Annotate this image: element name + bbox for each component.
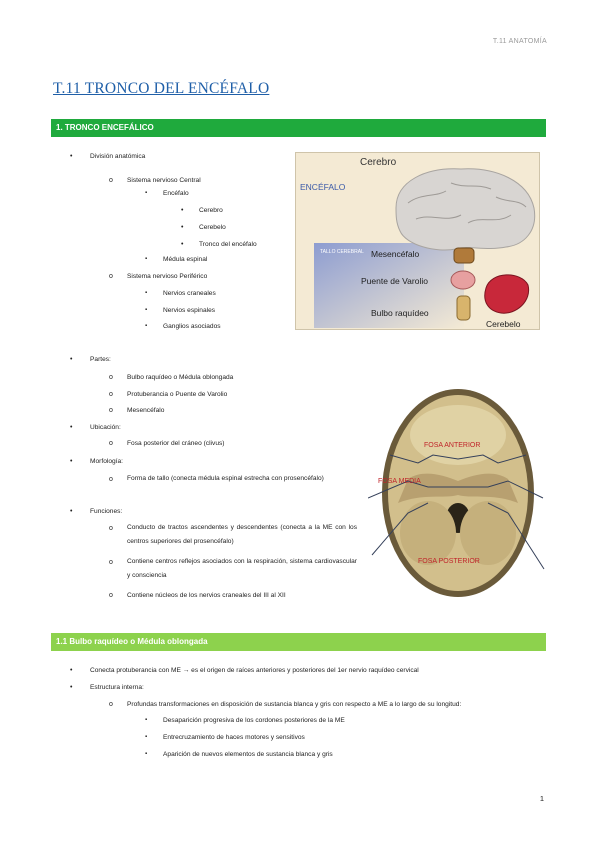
division-cerebelo: Cerebelo (199, 224, 226, 231)
bullet-circle: o (109, 440, 113, 447)
bullet-circle: o (109, 476, 113, 483)
division-encefalo: Encéfalo (163, 190, 189, 197)
fig1-label-tallo: TALLO CEREBRAL (320, 249, 364, 255)
funciones-item: Contiene núcleos de los nervios craneale… (127, 592, 286, 599)
section11-item-1: Conecta protuberancia con ME → es el ori… (90, 667, 419, 674)
division-tronco: Tronco del encéfalo (199, 241, 257, 248)
bullet-circle: o (109, 407, 113, 414)
section11-profundas: Profundas transformaciones en disposició… (127, 701, 462, 708)
division-cerebro: Cerebro (199, 207, 223, 214)
fig1-label-puente: Puente de Varolio (361, 276, 428, 286)
partes-item: Protuberancia o Puente de Varolio (127, 391, 228, 398)
funciones-item: Contiene centros reflejos asociados con … (127, 558, 357, 579)
fig2-label-posterior: FOSA POSTERIOR (418, 558, 480, 565)
bullet-dot: • (70, 153, 73, 160)
bullet-circle: o (109, 525, 113, 532)
bullet-square: ▪ (145, 256, 148, 262)
bullet-square: ▪ (145, 290, 148, 296)
division-craneales: Nervios craneales (163, 290, 216, 297)
morfologia-label: Morfología: (90, 458, 123, 465)
section11-subitem: Desaparición progresiva de los cordones … (163, 717, 345, 724)
encephalon-illustration: Cerebro ENCÉFALO TALLO CEREBRAL Mesencéf… (300, 157, 536, 329)
bullet-dot: • (70, 356, 73, 363)
bullet-circle: o (109, 273, 113, 280)
division-ganglios: Ganglios asociados (163, 323, 221, 330)
division-medula: Médula espinal (163, 256, 208, 263)
division-espinales: Nervios espinales (163, 307, 216, 314)
fig2-label-media: FOSA MEDIA (378, 478, 421, 485)
bullet-square: ▪ (145, 307, 148, 313)
encephalon-figure: Cerebro ENCÉFALO TALLO CEREBRAL Mesencéf… (295, 152, 540, 330)
bullet-circle: o (109, 559, 113, 566)
bullet-circle: o (109, 701, 113, 708)
fig1-label-cerebro: Cerebro (360, 157, 397, 168)
fig1-label-bulbo: Bulbo raquídeo (371, 308, 429, 318)
bullet-circle: o (109, 592, 113, 599)
bullet-circle: o (109, 391, 113, 398)
fig1-label-encefalo: ENCÉFALO (300, 182, 346, 192)
bullet-dot: • (70, 424, 73, 431)
page-number: 1 (539, 794, 544, 803)
bullet-square: ▪ (145, 717, 148, 723)
running-header: T.11 ANATOMÍA (492, 38, 547, 45)
division-periferico: Sistema nervioso Periférico (127, 273, 208, 280)
bullet-dot: • (70, 684, 73, 691)
morfologia-item: Forma de tallo (conecta médula espinal e… (127, 475, 324, 482)
section11-subitem: Aparición de nuevos elementos de sustanc… (163, 751, 333, 758)
bullet-square: ▪ (145, 734, 148, 740)
bullet-dot: • (70, 508, 73, 515)
partes-label: Partes: (90, 356, 111, 363)
bullet-circle: o (109, 177, 113, 184)
bullet-square: ▪ (145, 751, 148, 757)
fig1-label-cerebelo: Cerebelo (486, 319, 521, 329)
bullet-square: ▪ (145, 190, 148, 196)
bullet-dot: • (70, 458, 73, 465)
division-central: Sistema nervioso Central (127, 177, 201, 184)
bullet-square: ▪ (145, 323, 148, 329)
funciones-label: Funciones: (90, 508, 123, 515)
division-label: División anatómica (90, 153, 146, 160)
funciones-item: Conducto de tractos ascendentes y descen… (127, 524, 357, 545)
section11-estructura: Estructura interna: (90, 684, 144, 691)
section11-subitem: Entrecruzamiento de haces motores y sens… (163, 734, 305, 741)
section-heading-1: 1. TRONCO ENCEFÁLICO (51, 119, 546, 137)
bullet-circle: o (109, 374, 113, 381)
bullet-dot: • (181, 207, 184, 214)
partes-item: Bulbo raquídeo o Médula oblongada (127, 374, 234, 381)
bullet-dot: • (70, 667, 73, 674)
partes-item: Mesencéfalo (127, 407, 165, 414)
section-heading-1-1: 1.1 Bulbo raquídeo o Médula oblongada (51, 633, 546, 651)
bullet-dot: • (181, 224, 184, 231)
ubicacion-label: Ubicación: (90, 424, 121, 431)
fig2-label-anterior: FOSA ANTERIOR (424, 442, 480, 449)
skull-base-figure: FOSA ANTERIOR FOSA MEDIA FOSA POSTERIOR (368, 389, 545, 597)
page-title: T.11 TRONCO DEL ENCÉFALO (53, 80, 270, 97)
fig1-label-mesencefalo: Mesencéfalo (371, 249, 419, 259)
ubicacion-item: Fosa posterior del cráneo (clivus) (127, 440, 225, 447)
bullet-dot: • (181, 241, 184, 248)
